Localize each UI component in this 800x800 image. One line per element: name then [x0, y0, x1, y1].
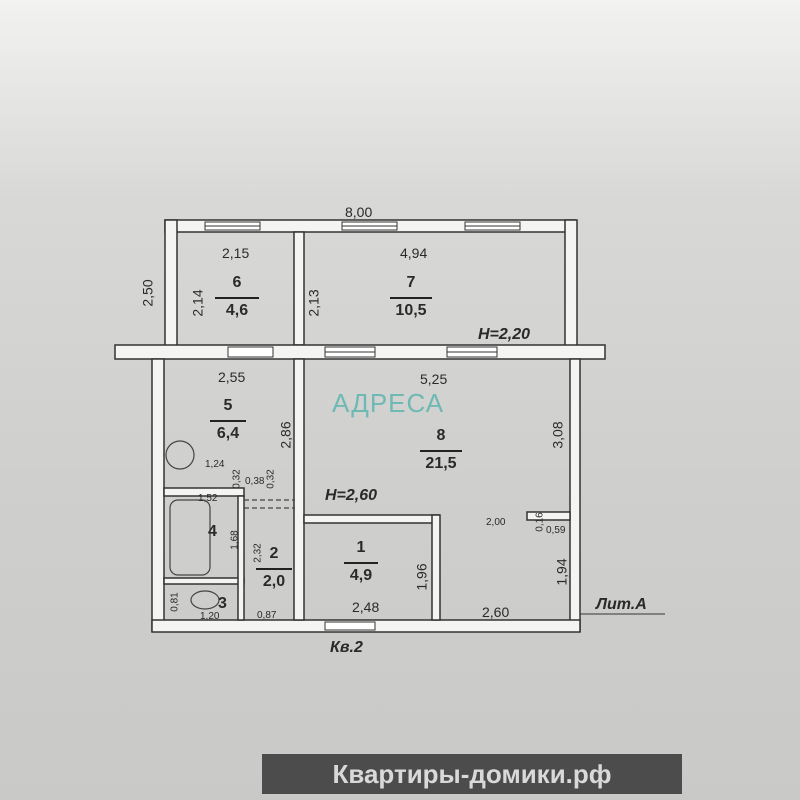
room-8: 8 21,5: [420, 428, 462, 472]
sink-icon: [165, 440, 195, 470]
room-5: 5 6,4: [210, 398, 246, 442]
toilet-icon: [190, 590, 220, 610]
dim-overall-width: 8,00: [345, 204, 373, 220]
room-number: 8: [436, 427, 446, 444]
room-area: 4,9: [344, 562, 378, 584]
room-area: 21,5: [420, 450, 462, 472]
dim-step1: 0,32: [231, 469, 243, 489]
room-area: 6,4: [210, 420, 246, 442]
bathtub-icon: [169, 499, 211, 576]
dim-room5-height: 2,86: [277, 421, 294, 449]
dim-toilet-height: 0,81: [169, 592, 181, 612]
room-2: 2 2,0: [256, 546, 292, 590]
dim-room7-height: 2,13: [305, 289, 322, 317]
room-number: 5: [223, 397, 233, 414]
dim-room1-width: 2,48: [352, 599, 380, 615]
dim-room5-width: 2,55: [218, 369, 246, 385]
dim-toilet-width: 1,20: [200, 611, 220, 622]
dim-right-lower-height: 1,94: [553, 558, 570, 586]
dim-niche-depth: 0,16: [534, 512, 546, 532]
room-3: 3: [218, 595, 227, 612]
room-number: 6: [232, 274, 242, 291]
letter-label: Лит.А: [596, 596, 647, 613]
dim-sink-width: 1,24: [205, 459, 225, 470]
room-area: 2,0: [256, 568, 292, 590]
dim-right-lower-width: 2,60: [482, 604, 510, 620]
room-area: 4,6: [215, 297, 259, 319]
apartment-label: Кв.2: [330, 639, 363, 656]
dim-left-height: 2,50: [139, 279, 156, 307]
dim-room6-height: 2,14: [189, 289, 206, 317]
room-number: 2: [269, 545, 279, 562]
room-4: 4: [208, 523, 217, 540]
ceiling-height-top: Н=2,20: [478, 326, 531, 343]
room-1: 1 4,9: [344, 540, 378, 584]
room-6: 6 4,6: [215, 275, 259, 319]
dim-room8-height: 3,08: [549, 421, 566, 449]
ceiling-height-low: Н=2,60: [325, 487, 378, 504]
windows: [204, 221, 521, 631]
site-banner: Квартиры-домики.рф: [262, 754, 682, 794]
dim-niche-offset: 2,00: [486, 517, 506, 528]
room-7: 7 10,5: [390, 275, 432, 319]
dim-room4-height: 1,68: [229, 530, 241, 550]
dim-bath-width: 1,52: [198, 493, 218, 504]
room-number: 7: [406, 274, 416, 291]
dim-step3: 0,32: [265, 469, 277, 489]
dim-room2-width: 0,87: [257, 610, 277, 621]
dim-room1-height: 1,96: [413, 563, 430, 591]
room-area: 10,5: [390, 297, 432, 319]
watermark: АДРЕСА: [332, 388, 445, 418]
dim-room7-width: 4,94: [400, 245, 428, 261]
dim-room8-width: 5,25: [420, 371, 448, 387]
dim-niche-width: 0,59: [546, 525, 566, 536]
dim-room6-width: 2,15: [222, 245, 250, 261]
dim-step2: 0,38: [245, 476, 265, 487]
room-number: 1: [356, 539, 366, 556]
